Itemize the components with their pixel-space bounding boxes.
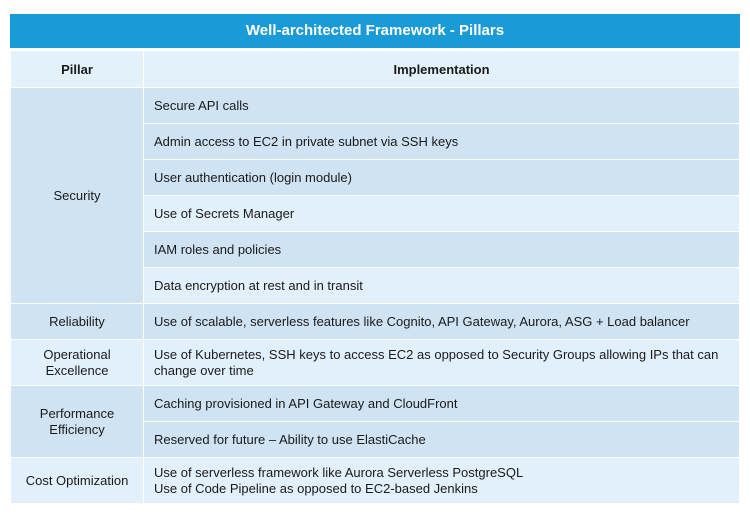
implementation-cell: IAM roles and policies: [143, 231, 740, 268]
implementation-cell: Reserved for future – Ability to use Ela…: [143, 421, 740, 458]
pillar-line: Performance: [39, 405, 115, 421]
table-row: Cost Optimization Use of serverless fram…: [10, 457, 740, 504]
pillar-line: Excellence: [45, 362, 109, 378]
table-row: Reserved for future – Ability to use Ela…: [11, 421, 740, 458]
implementation-cell: User authentication (login module): [143, 159, 740, 196]
pillars-table: Pillar Implementation Security Secure AP…: [10, 50, 740, 504]
pillar-cost-optimization: Cost Optimization: [10, 457, 144, 504]
pillar-security: Security: [10, 87, 144, 304]
header-row: Pillar Implementation: [10, 50, 740, 88]
header-implementation: Implementation: [143, 50, 740, 88]
pillar-operational-excellence: Operational Excellence: [10, 339, 144, 386]
table-row: Data encryption at rest and in transit: [11, 267, 740, 304]
table-row: Reliability Use of scalable, serverless …: [10, 303, 740, 340]
pillar-line: Efficiency: [49, 421, 105, 437]
table-row: Security Secure API calls: [10, 87, 740, 304]
implementation-cell: Use of serverless framework like Aurora …: [143, 457, 740, 504]
pillar-line: Operational: [43, 346, 111, 362]
implementation-line: Use of Code Pipeline as opposed to EC2-b…: [154, 480, 478, 496]
pillar-performance-efficiency: Performance Efficiency: [10, 385, 144, 458]
table-row: Operational Excellence Use of Kubernetes…: [10, 339, 740, 386]
table-row: IAM roles and policies: [11, 231, 740, 268]
pillars-table-container: Well-architected Framework - Pillars Pil…: [10, 14, 740, 504]
table-row: Performance Efficiency Caching provision…: [10, 385, 740, 458]
pillar-reliability: Reliability: [10, 303, 144, 340]
implementation-cell: Admin access to EC2 in private subnet vi…: [143, 123, 740, 160]
implementation-cell: Use of scalable, serverless features lik…: [143, 303, 740, 340]
implementation-line: Use of serverless framework like Aurora …: [154, 464, 524, 480]
implementation-cell: Use of Kubernetes, SSH keys to access EC…: [143, 339, 740, 386]
implementation-cell: Use of Secrets Manager: [143, 195, 740, 232]
table-row: Admin access to EC2 in private subnet vi…: [11, 123, 740, 160]
implementation-cell: Data encryption at rest and in transit: [143, 267, 740, 304]
implementation-cell: Secure API calls: [143, 87, 740, 124]
table-title: Well-architected Framework - Pillars: [10, 14, 740, 50]
header-pillar: Pillar: [10, 50, 144, 88]
table-row: User authentication (login module): [11, 159, 740, 196]
implementation-cell: Caching provisioned in API Gateway and C…: [143, 385, 740, 422]
